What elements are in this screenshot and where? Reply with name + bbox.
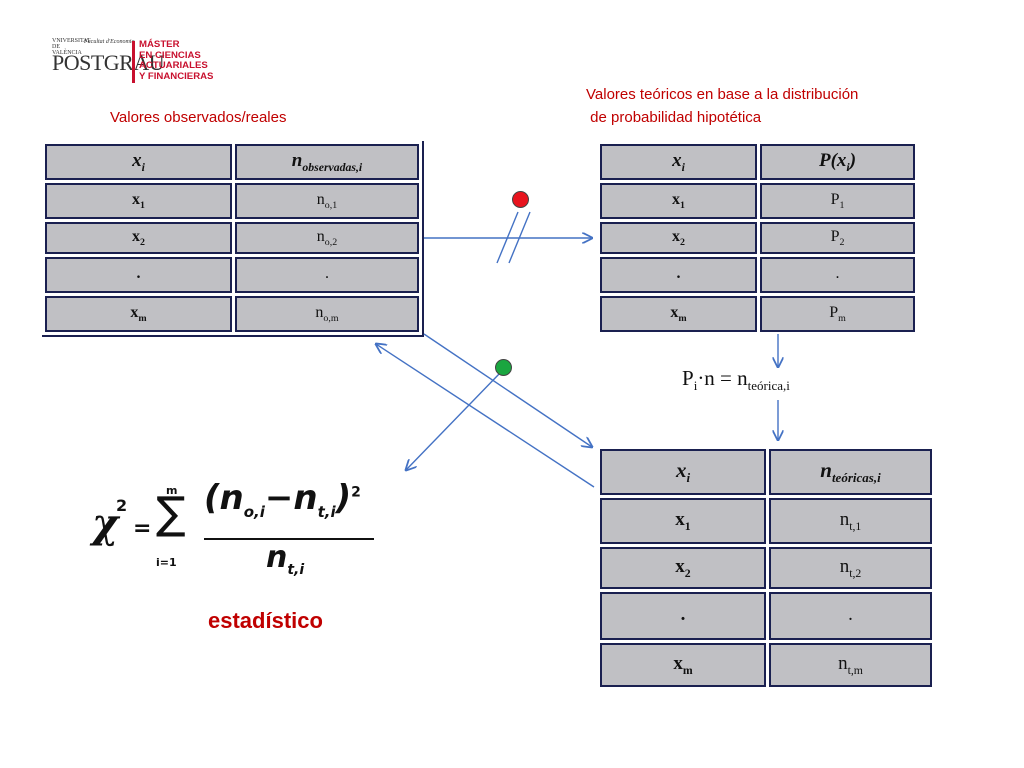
table-header-row: xi nteóricas,i xyxy=(600,449,932,495)
green-dot-icon xyxy=(495,359,512,376)
fraction-bar xyxy=(204,538,374,540)
cell-p: . xyxy=(760,257,915,293)
cell-p: P1 xyxy=(760,183,915,219)
cell-x: . xyxy=(45,257,232,293)
logo-divider xyxy=(132,41,135,83)
header-x: xi xyxy=(600,144,757,180)
faculty-name: Facultat d'Economia xyxy=(84,39,135,45)
table-row: . . xyxy=(45,257,419,293)
table-header-row: xi nobservadas,i xyxy=(45,144,419,180)
table-row: xm nt,m xyxy=(600,643,932,687)
sum-lower-limit: i=1 xyxy=(156,556,177,569)
cell-n: . xyxy=(235,257,419,293)
chi-symbol: χ xyxy=(92,500,119,547)
theoretical-table: xi nteóricas,i x1 nt,1 x2 nt,2 . . xm nt… xyxy=(597,446,935,690)
table-row: . . xyxy=(600,257,915,293)
cell-p: Pm xyxy=(760,296,915,332)
cell-x: xm xyxy=(600,643,766,687)
cell-x: x1 xyxy=(45,183,232,219)
program-name: MÁSTER EN CIENCIAS ACTUARIALES Y FINANCI… xyxy=(139,39,214,82)
not-equal-slash-2 xyxy=(508,211,531,264)
cell-n: no,m xyxy=(235,296,419,332)
expected-frequency-formula: Pi·n = nteórica,i xyxy=(682,366,790,394)
table-row: x1 P1 xyxy=(600,183,915,219)
university-name: VNIVERSITAT DE VALÈNCIA xyxy=(52,38,91,56)
table-header-row: xi P(xi) xyxy=(600,144,915,180)
cell-x: x2 xyxy=(45,222,232,254)
not-equal-slash-1 xyxy=(496,211,519,264)
table-row: x1 no,1 xyxy=(45,183,419,219)
postgrau-logo: VNIVERSITAT DE VALÈNCIA Facultat d'Econo… xyxy=(52,38,222,84)
table-row: xm Pm xyxy=(600,296,915,332)
cell-x: x2 xyxy=(600,547,766,589)
formula-denominator: nt,i xyxy=(266,540,305,578)
cell-n: nt,m xyxy=(769,643,932,687)
cell-x: x1 xyxy=(600,183,757,219)
cell-x: x1 xyxy=(600,498,766,544)
header-n-observed: nobservadas,i xyxy=(235,144,419,180)
cell-x: xm xyxy=(600,296,757,332)
header-n-theoretical: nteóricas,i xyxy=(769,449,932,495)
red-dot-icon xyxy=(512,191,529,208)
cell-x: xm xyxy=(45,296,232,332)
sum-symbol: ∑ xyxy=(156,488,186,539)
cell-n: nt,1 xyxy=(769,498,932,544)
cell-n: no,2 xyxy=(235,222,419,254)
theoretical-caption-line1: Valores teóricos en base a la distribuci… xyxy=(586,86,859,103)
cell-x: . xyxy=(600,592,766,640)
statistic-label: estadístico xyxy=(208,608,323,633)
arrow-observed-to-theoretical xyxy=(423,333,592,447)
cell-x: x2 xyxy=(600,222,757,254)
arrow-to-formula xyxy=(406,371,502,470)
table-row: x2 nt,2 xyxy=(600,547,932,589)
chi-square-formula: χ 2 = m ∑ i=1 (no,i−nt,i)2 nt,i xyxy=(88,478,388,578)
cell-x: . xyxy=(600,257,757,293)
table-row: . . xyxy=(600,592,932,640)
table-row: x2 P2 xyxy=(600,222,915,254)
cell-n: nt,2 xyxy=(769,547,932,589)
cell-n: no,1 xyxy=(235,183,419,219)
observed-table: xi nobservadas,i x1 no,1 x2 no,2 . . xm … xyxy=(42,141,424,337)
header-x: xi xyxy=(600,449,766,495)
cell-p: P2 xyxy=(760,222,915,254)
probability-table: xi P(xi) x1 P1 x2 P2 . . xm Pm xyxy=(597,141,918,335)
formula-numerator: (no,i−nt,i)2 xyxy=(204,478,361,521)
table-row: x1 nt,1 xyxy=(600,498,932,544)
arrow-theoretical-to-observed xyxy=(376,344,595,488)
brand-name: POSTGRAU xyxy=(52,50,165,75)
cell-n: . xyxy=(769,592,932,640)
observed-caption: Valores observados/reales xyxy=(110,109,287,126)
equals-sign: = xyxy=(133,516,152,541)
sum-upper-limit: m xyxy=(166,484,178,497)
chi-exponent: 2 xyxy=(116,496,128,515)
header-probability: P(xi) xyxy=(760,144,915,180)
theoretical-caption-line2: de probabilidad hipotética xyxy=(586,109,762,126)
table-row: x2 no,2 xyxy=(45,222,419,254)
table-row: xm no,m xyxy=(45,296,419,332)
header-x: xi xyxy=(45,144,232,180)
